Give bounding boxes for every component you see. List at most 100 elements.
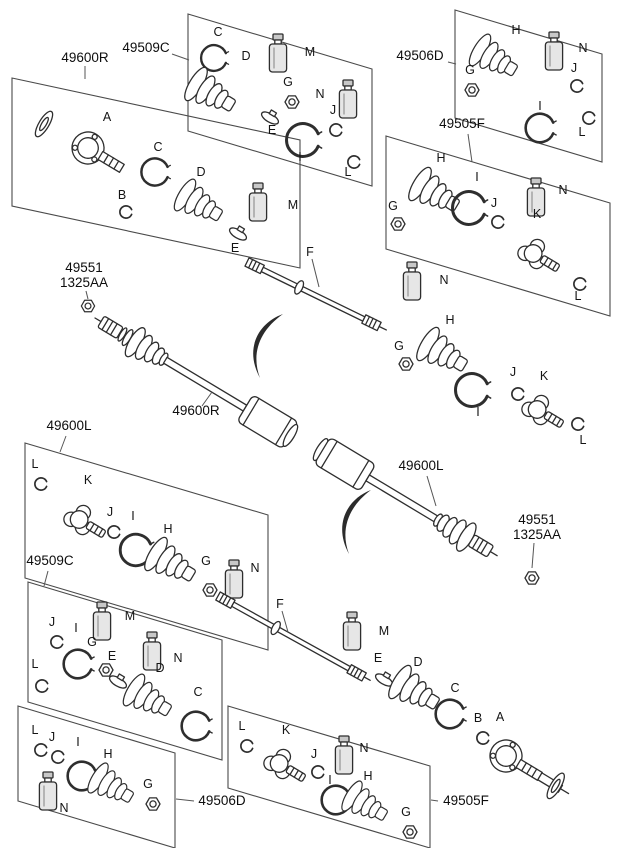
part-letter-i: I: [76, 735, 79, 749]
part-letter-d: D: [413, 655, 422, 669]
part-letter-c: C: [153, 140, 162, 154]
grease-bottle-shape: [224, 559, 244, 599]
part-letter-n: N: [59, 801, 68, 815]
grease-bottle-shape: [342, 611, 362, 651]
part-letter-f: F: [306, 245, 314, 259]
kit-box-49509C-lower: [27, 581, 223, 761]
part-letter-a: A: [103, 110, 112, 124]
part-number-label: 49600L: [46, 418, 92, 433]
clip-shape: [476, 731, 490, 745]
clip-shape: [329, 123, 343, 137]
leader-line: [447, 61, 457, 65]
part-letter-i: I: [131, 509, 134, 523]
nut-shape: [402, 825, 418, 839]
leader-lines: [43, 53, 535, 802]
part-letter-g: G: [388, 199, 398, 213]
snap-ring-shape: [451, 190, 490, 226]
part-letter-c: C: [193, 685, 202, 699]
nut-shape: [145, 797, 161, 811]
part-letter-h: H: [445, 313, 454, 327]
part-letter-g: G: [394, 339, 404, 353]
nut-shape: [98, 663, 114, 677]
part-letter-h: H: [363, 769, 372, 783]
part-letter-j: J: [311, 747, 317, 761]
part-number-label: 1325AA: [513, 527, 561, 542]
part-letter-i: I: [74, 621, 77, 635]
clip-shape: [119, 205, 133, 219]
part-letter-l: L: [579, 125, 586, 139]
part-number-label: 49600R: [172, 403, 220, 418]
part-number-label: 49600R: [61, 50, 109, 65]
grease-bottle-shape: [338, 79, 358, 119]
part-letter-e: E: [231, 241, 239, 255]
leader-line: [85, 290, 89, 300]
driveshaft-49600R: [94, 316, 299, 448]
clip-shape: [51, 750, 65, 764]
part-letter-i: I: [475, 170, 478, 184]
kit-box-49600L: [24, 442, 269, 651]
part-number-label: 49551: [65, 260, 103, 275]
boot-shape: [403, 163, 468, 224]
boot-shape: [464, 30, 525, 88]
leader-line: [171, 53, 190, 61]
part-letter-l: L: [32, 657, 39, 671]
part-letter-i: I: [328, 773, 331, 787]
part-number-label: 49551: [518, 512, 556, 527]
kit-boxes: [11, 9, 611, 848]
clip-shape: [570, 79, 584, 93]
part-letter-l: L: [32, 723, 39, 737]
nut-shape: [398, 357, 414, 371]
part-letter-h: H: [103, 747, 112, 761]
snap-ring-shape: [434, 698, 468, 730]
snap-ring-shape: [180, 710, 214, 742]
part-letter-l: L: [32, 457, 39, 471]
part-letter-g: G: [143, 777, 153, 791]
band-clamp-shape: [227, 221, 251, 244]
part-letter-k: K: [84, 473, 93, 487]
part-number-label: 49509C: [122, 40, 170, 55]
boot-shape: [383, 661, 448, 722]
part-letter-f: F: [276, 597, 284, 611]
spline-ring-shape: [31, 108, 57, 140]
grease-bottle-shape: [402, 261, 422, 301]
part-number-label: 49600L: [398, 458, 444, 473]
clip-shape: [35, 679, 49, 693]
leader-line: [43, 570, 49, 587]
snap-ring-shape: [140, 157, 172, 187]
leader-line: [175, 798, 195, 802]
clip-shape: [311, 765, 325, 779]
part-number-label: 1325AA: [60, 275, 108, 290]
part-letter-e: E: [374, 651, 382, 665]
part-letter-g: G: [401, 805, 411, 819]
tripod-joint-shape: [514, 232, 567, 280]
parts-layer: [31, 30, 596, 839]
grease-bottle-shape: [268, 33, 288, 73]
part-letter-j: J: [330, 103, 336, 117]
part-letter-i: I: [538, 99, 541, 113]
part-letter-n: N: [173, 651, 182, 665]
part-letter-k: K: [533, 207, 542, 221]
part-letter-n: N: [359, 741, 368, 755]
part-letter-j: J: [49, 730, 55, 744]
leader-line: [201, 391, 213, 407]
boot-shape: [179, 63, 244, 124]
part-letter-h: H: [163, 522, 172, 536]
clip-shape: [571, 417, 585, 431]
grease-bottle-shape: [38, 771, 58, 811]
part-letter-a: A: [496, 710, 505, 724]
clip-shape: [50, 635, 64, 649]
leader-line: [531, 542, 535, 569]
grease-bottle-shape: [248, 182, 268, 222]
leader-line: [281, 610, 289, 633]
part-letter-g: G: [201, 554, 211, 568]
part-letter-g: G: [465, 63, 475, 77]
part-letter-h: H: [511, 23, 520, 37]
part-letter-l: L: [575, 289, 582, 303]
axle-nut-shape: [80, 299, 96, 313]
driveshaft-49600L: [312, 438, 498, 557]
tripod-joint-shape: [518, 388, 571, 436]
part-letter-b: B: [474, 711, 482, 725]
